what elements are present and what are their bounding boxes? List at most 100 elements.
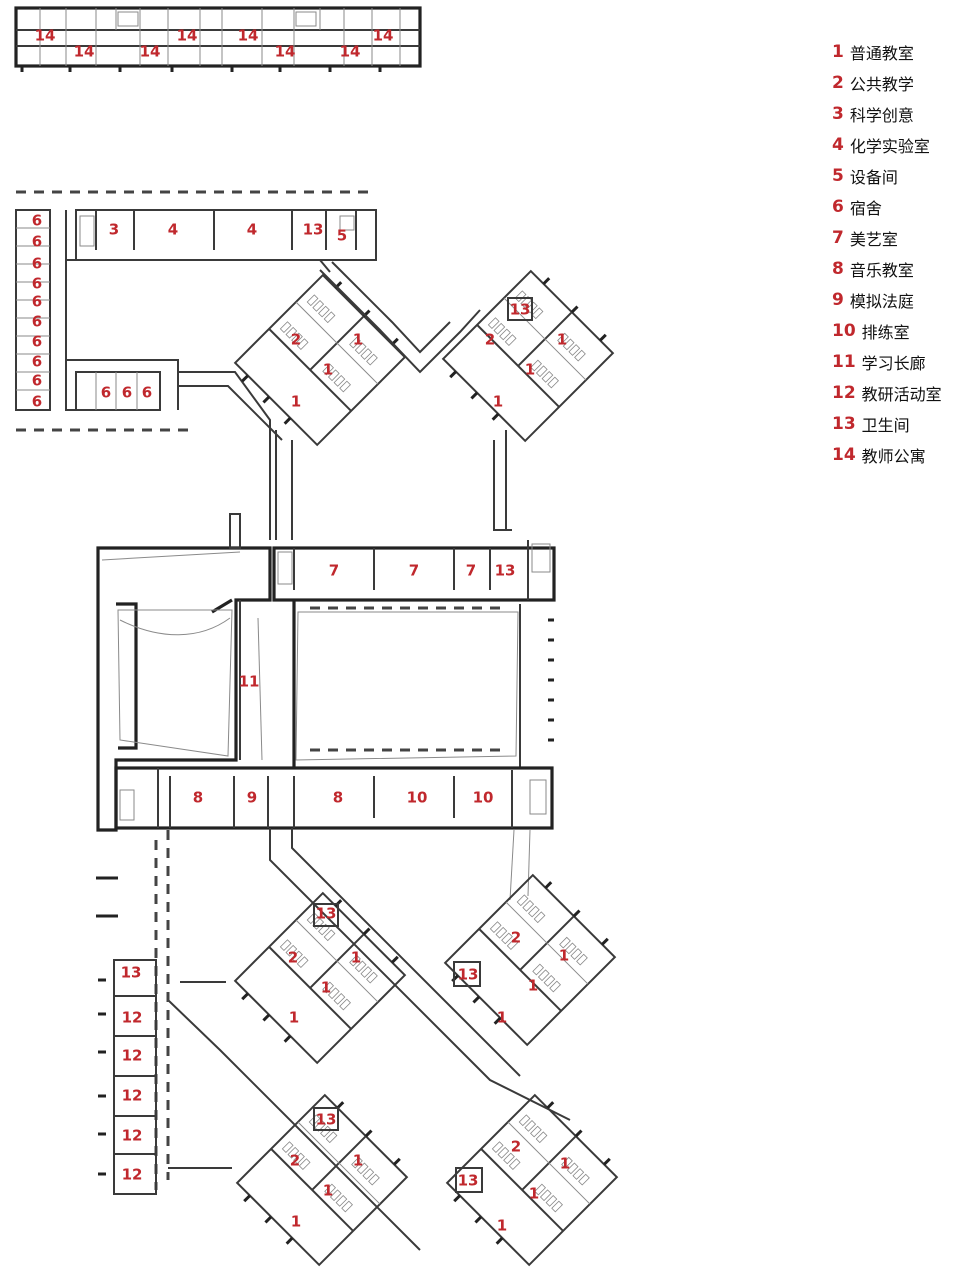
legend-number: 5 (832, 165, 844, 186)
room-label: 13 (510, 301, 531, 319)
room-label: 2 (511, 929, 521, 947)
room-label: 6 (101, 384, 111, 402)
legend-number: 4 (832, 134, 844, 155)
legend-number: 8 (832, 258, 844, 279)
legend-number: 2 (832, 72, 844, 93)
classroom-wing-c3: 13 2 1 1 1 (229, 1087, 415, 1273)
room-label: 14 (238, 27, 259, 45)
legend-label: 美艺室 (849, 229, 898, 249)
classroom-wing-c1: 13 2 1 1 1 (227, 885, 413, 1071)
legend-label: 模拟法庭 (849, 291, 914, 311)
room-label: 13 (121, 964, 142, 982)
room-label: 1 (528, 977, 538, 995)
room-label: 14 (373, 27, 394, 45)
room-label: 14 (35, 27, 56, 45)
room-label: 1 (323, 1182, 333, 1200)
west-research-strip: 13 12 12 12 12 12 (96, 876, 157, 1195)
legend-label: 公共教学 (849, 74, 914, 94)
legend-label: 教师公寓 (861, 446, 926, 466)
central-block: 11 7 7 7 13 (96, 513, 556, 832)
legend-label: 音乐教室 (849, 260, 914, 280)
room-label: 12 (122, 1009, 143, 1027)
room-label: 1 (351, 949, 361, 967)
room-label: 2 (290, 1152, 300, 1170)
room-label: 3 (109, 221, 119, 239)
room-label: 1 (323, 361, 333, 379)
legend-number: 10 (832, 320, 856, 341)
room-label: 12 (122, 1166, 143, 1184)
room-label: 13 (495, 562, 516, 580)
room-label: 13 (458, 1172, 479, 1190)
room-label: 4 (247, 221, 257, 239)
legend-label: 科学创意 (849, 105, 914, 125)
room-label: 1 (353, 1152, 363, 1170)
room-label: 6 (32, 353, 42, 371)
room-label: 8 (193, 789, 203, 807)
room-label: 10 (473, 789, 494, 807)
room-label: 14 (275, 43, 296, 61)
room-label: 8 (333, 789, 343, 807)
legend-number: 14 (832, 444, 856, 465)
legend-label: 排练室 (861, 322, 910, 342)
room-label: 1 (289, 1009, 299, 1027)
legend-label: 化学实验室 (849, 136, 930, 156)
room-label: 14 (74, 43, 95, 61)
room-label: 6 (32, 393, 42, 411)
room-label: 1 (529, 1185, 539, 1203)
room-label: 6 (32, 255, 42, 273)
room-label: 6 (32, 293, 42, 311)
room-label: 1 (291, 393, 301, 411)
room-label: 9 (247, 789, 257, 807)
room-label: 14 (177, 27, 198, 45)
legend-label: 卫生间 (861, 415, 910, 435)
room-label: 6 (32, 372, 42, 390)
room-label: 2 (288, 949, 298, 967)
room-label: 1 (560, 1155, 570, 1173)
room-label: 13 (458, 966, 479, 984)
room-label: 7 (466, 562, 476, 580)
legend-label: 教研活动室 (861, 384, 942, 404)
room-label: 7 (409, 562, 419, 580)
classroom-wing-ne: 13 2 1 1 1 (435, 263, 621, 449)
legend-number: 7 (832, 227, 844, 248)
legend-number: 9 (832, 289, 844, 310)
room-label: 6 (32, 212, 42, 230)
room-label: 2 (485, 331, 495, 349)
legend-number: 12 (832, 382, 856, 403)
room-label: 1 (525, 361, 535, 379)
legend-number: 3 (832, 103, 844, 124)
legend-number: 6 (832, 196, 844, 217)
room-label: 6 (32, 333, 42, 351)
room-label: 11 (239, 673, 260, 691)
room-label: 6 (32, 313, 42, 331)
legend-label: 设备间 (849, 167, 898, 187)
room-label: 2 (291, 331, 301, 349)
room-label: 13 (303, 221, 324, 239)
legend-label: 宿舍 (849, 198, 882, 218)
room-label: 1 (291, 1213, 301, 1231)
room-label: 12 (122, 1047, 143, 1065)
room-label: 7 (329, 562, 339, 580)
legend-number: 11 (832, 351, 856, 372)
room-label: 14 (340, 43, 361, 61)
classroom-wing-c2: 13 2 1 1 1 (437, 867, 623, 1053)
legend-label: 学习长廊 (861, 353, 926, 373)
room-label: 1 (321, 979, 331, 997)
classroom-wing-nw: 2 1 1 1 (227, 267, 413, 453)
room-label: 10 (407, 789, 428, 807)
